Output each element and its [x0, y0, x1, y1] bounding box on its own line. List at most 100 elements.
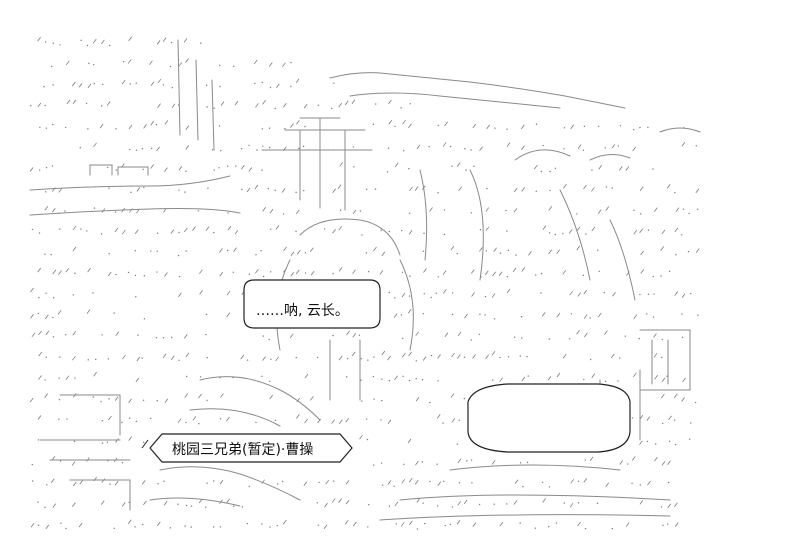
- texture-mark: [185, 352, 190, 358]
- texture-mark: [134, 526, 136, 528]
- texture-mark: [522, 485, 524, 488]
- texture-mark: [219, 480, 224, 485]
- texture-mark: [262, 207, 266, 212]
- texture-mark: [423, 232, 425, 235]
- texture-mark: [79, 479, 84, 485]
- texture-mark: [213, 231, 215, 234]
- texture-mark: [361, 400, 363, 402]
- texture-mark: [498, 271, 503, 276]
- texture-mark: [506, 128, 508, 130]
- texture-mark: [589, 456, 594, 462]
- texture-mark: [661, 393, 665, 399]
- texture-mark: [535, 190, 537, 193]
- texture-mark: [570, 124, 575, 130]
- texture-mark: [211, 149, 214, 151]
- texture-mark: [100, 500, 105, 505]
- texture-mark: [367, 270, 370, 273]
- texture-mark: [185, 145, 190, 150]
- texture-mark: [456, 443, 459, 445]
- texture-mark: [282, 213, 285, 215]
- texture-mark: [653, 333, 657, 338]
- texture-mark: [284, 127, 286, 130]
- texture-mark: [276, 524, 278, 527]
- texture-mark: [583, 478, 588, 483]
- texture-mark: [218, 167, 220, 169]
- texture-mark: [261, 81, 263, 84]
- texture-mark: [156, 271, 158, 273]
- texture-mark: [268, 127, 271, 129]
- texture-mark: [262, 100, 266, 105]
- texture-mark: [323, 228, 326, 230]
- texture-mark: [95, 358, 97, 361]
- texture-mark: [373, 464, 375, 466]
- texture-mark: [101, 83, 104, 86]
- texture-mark: [268, 62, 273, 67]
- texture-mark: [262, 145, 264, 148]
- texture-mark: [296, 414, 300, 419]
- texture-mark: [330, 107, 333, 110]
- texture-mark: [654, 375, 658, 380]
- texture-mark: [471, 292, 475, 297]
- texture-mark: [662, 422, 664, 425]
- texture-mark: [688, 438, 691, 440]
- texture-mark: [422, 502, 424, 504]
- texture-mark: [638, 337, 640, 340]
- texture-mark: [226, 416, 230, 422]
- texture-mark: [269, 394, 273, 400]
- dotted-texture: [29, 36, 700, 530]
- texture-mark: [381, 484, 384, 486]
- texture-mark: [296, 397, 301, 403]
- texture-mark: [44, 205, 49, 211]
- texture-mark: [304, 252, 307, 254]
- texture-mark: [72, 502, 76, 507]
- texture-mark: [220, 150, 222, 152]
- texture-mark: [200, 42, 202, 44]
- texture-mark: [253, 59, 258, 65]
- texture-mark: [169, 65, 172, 68]
- texture-mark: [646, 313, 648, 315]
- texture-mark: [332, 480, 335, 482]
- texture-mark: [338, 355, 343, 361]
- texture-mark: [387, 147, 390, 149]
- texture-mark: [437, 192, 439, 194]
- texture-mark: [562, 233, 564, 235]
- texture-mark: [491, 293, 496, 298]
- texture-mark: [129, 148, 131, 151]
- texture-mark: [106, 441, 109, 443]
- texture-mark: [379, 270, 384, 275]
- texture-mark: [470, 269, 475, 274]
- texture-mark: [290, 272, 295, 277]
- texture-mark: [64, 126, 67, 129]
- texture-mark: [388, 291, 391, 294]
- texture-mark: [206, 106, 208, 108]
- texture-mark: [66, 99, 71, 105]
- texture-mark: [526, 461, 529, 464]
- texture-mark: [563, 127, 566, 129]
- texture-mark: [128, 417, 131, 419]
- texture-mark: [296, 120, 300, 125]
- texture-mark: [428, 146, 430, 148]
- texture-mark: [598, 164, 603, 170]
- texture-mark: [248, 144, 250, 146]
- texture-mark: [52, 336, 55, 338]
- texture-mark: [107, 271, 112, 277]
- texture-mark: [534, 527, 536, 529]
- texture-mark: [442, 142, 447, 147]
- texture-mark: [514, 479, 519, 484]
- texture-mark: [401, 292, 406, 298]
- texture-mark: [220, 393, 224, 398]
- texture-mark: [491, 379, 494, 381]
- texture-mark: [170, 355, 175, 361]
- texture-mark: [415, 360, 417, 362]
- texture-mark: [449, 145, 452, 148]
- texture-mark: [416, 498, 421, 503]
- texture-mark: [577, 144, 582, 149]
- texture-mark: [59, 228, 61, 230]
- texture-mark: [535, 274, 537, 276]
- texture-mark: [255, 103, 259, 108]
- texture-mark: [339, 162, 343, 167]
- texture-mark: [38, 375, 42, 380]
- texture-mark: [93, 82, 95, 85]
- texture-mark: [633, 314, 638, 319]
- texture-mark: [219, 526, 222, 528]
